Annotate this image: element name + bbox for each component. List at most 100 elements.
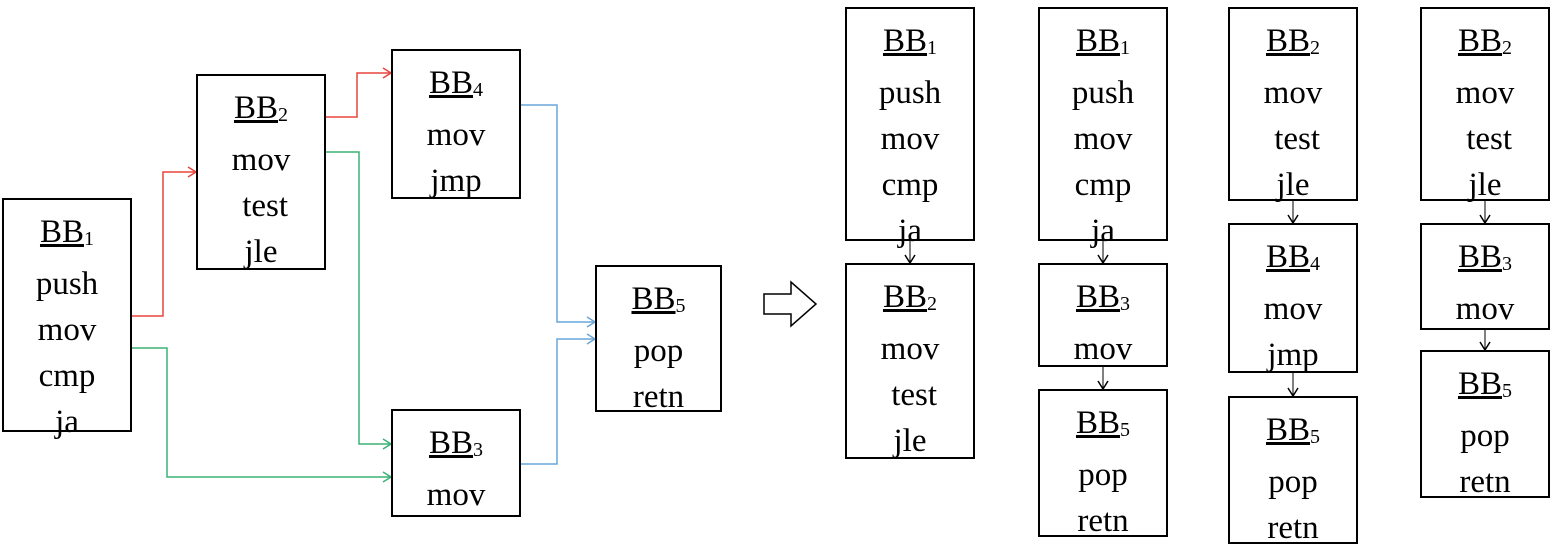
instruction: ja [1091, 213, 1115, 249]
basic-block-p2b5: BB5 pop retn [1038, 389, 1168, 539]
block-title-index: 4 [473, 79, 484, 101]
block-title-index: 1 [927, 37, 938, 59]
basic-block-p3b4: BB4 mov jmp [1228, 223, 1358, 373]
edge-bb1-to-bb3 [132, 347, 391, 478]
block-title-index: 2 [927, 293, 938, 315]
block-title-prefix: BB [1457, 239, 1503, 275]
instruction: mov [1455, 75, 1515, 111]
basic-block-p3b5: BB5 pop retn [1228, 396, 1358, 546]
basic-block-bb1: BB1 push mov cmp ja [2, 198, 132, 440]
block-title-prefix: BB [1265, 23, 1311, 59]
block-title: BB1 [883, 19, 937, 70]
instruction: mov [880, 331, 940, 367]
instruction: ja [55, 404, 79, 440]
block-title: BB3 [429, 421, 483, 472]
block-title-prefix: BB [428, 65, 474, 101]
instruction: jle [893, 423, 927, 459]
block-title-index: 5 [675, 295, 686, 317]
block-title-prefix: BB [1457, 23, 1503, 59]
instruction: jle [1276, 167, 1310, 203]
instruction: jmp [1267, 337, 1319, 373]
instruction: jle [1468, 167, 1502, 203]
block-title: BB3 [1076, 275, 1130, 326]
block-title: BB5 [1266, 408, 1320, 459]
instruction: mov [1263, 75, 1323, 111]
block-title-prefix: BB [1457, 366, 1503, 402]
edge-bb2-to-bb3 [326, 151, 391, 445]
instruction: test [233, 188, 289, 224]
block-title: BB4 [429, 61, 483, 112]
block-title-index: 1 [84, 228, 95, 250]
instruction: mov [426, 117, 486, 153]
instruction: jle [244, 234, 278, 270]
instruction: push [878, 75, 942, 111]
block-title: BB1 [1076, 19, 1130, 70]
block-title-index: 4 [1310, 253, 1321, 275]
instruction: test [1265, 121, 1321, 157]
block-title-index: 3 [1502, 253, 1513, 275]
instruction: mov [426, 477, 486, 513]
instruction: push [35, 266, 99, 302]
instruction: retn [632, 379, 685, 415]
block-title-index: 3 [1120, 293, 1131, 315]
block-title-prefix: BB [1265, 412, 1311, 448]
instruction: push [1071, 75, 1135, 111]
block-title-index: 1 [1120, 37, 1131, 59]
instruction: retn [1459, 464, 1511, 500]
block-title-index: 2 [1310, 37, 1321, 59]
block-title-prefix: BB [39, 214, 85, 250]
instruction: mov [1073, 331, 1133, 367]
block-title: BB5 [1076, 401, 1130, 452]
edge-bb3-to-bb5 [521, 338, 595, 465]
block-title: BB2 [1266, 19, 1320, 70]
block-title-index: 2 [1502, 37, 1513, 59]
instruction: retn [1077, 503, 1129, 539]
block-title-prefix: BB [1075, 405, 1121, 441]
instruction: test [882, 377, 938, 413]
instruction: mov [37, 312, 97, 348]
basic-block-p3b2: BB2 mov test jle [1228, 7, 1358, 203]
basic-block-p1b1: BB1 push mov cmp ja [845, 7, 975, 249]
block-title: BB1 [40, 210, 94, 261]
block-title: BB2 [1458, 19, 1512, 70]
block-title-index: 3 [473, 439, 484, 461]
right-outline-arrow-icon [763, 280, 818, 328]
basic-block-p4b2: BB2 mov test jle [1420, 7, 1550, 203]
instruction: mov [1455, 291, 1515, 327]
instruction: cmp [881, 167, 939, 203]
basic-block-p4b3: BB3 mov [1420, 223, 1550, 330]
edge-bb1-to-bb2 [132, 171, 196, 317]
instruction: pop [1078, 457, 1128, 493]
instruction: cmp [38, 358, 96, 394]
block-title-prefix: BB [1265, 239, 1311, 275]
edge-bb4-to-bb5 [521, 104, 595, 323]
instruction: cmp [1074, 167, 1132, 203]
block-title-prefix: BB [882, 23, 928, 59]
block-title: BB2 [883, 275, 937, 326]
block-title-index: 5 [1310, 426, 1321, 448]
instruction: mov [1263, 291, 1323, 327]
basic-block-bb3: BB3 mov [391, 409, 521, 517]
block-title-index: 5 [1120, 419, 1131, 441]
block-title-prefix: BB [1075, 23, 1121, 59]
instruction: retn [1267, 510, 1319, 546]
block-title: BB4 [1266, 235, 1320, 286]
basic-block-p1b2: BB2 mov test jle [845, 263, 975, 459]
block-title-prefix: BB [1075, 279, 1121, 315]
instruction: test [1457, 121, 1513, 157]
instruction: mov [231, 142, 291, 178]
block-title-prefix: BB [233, 90, 279, 126]
block-title-prefix: BB [631, 281, 676, 317]
instruction: pop [1268, 464, 1318, 500]
instruction: ja [898, 213, 922, 249]
block-title-prefix: BB [428, 425, 474, 461]
instruction: mov [880, 121, 940, 157]
instruction: pop [1460, 418, 1510, 454]
